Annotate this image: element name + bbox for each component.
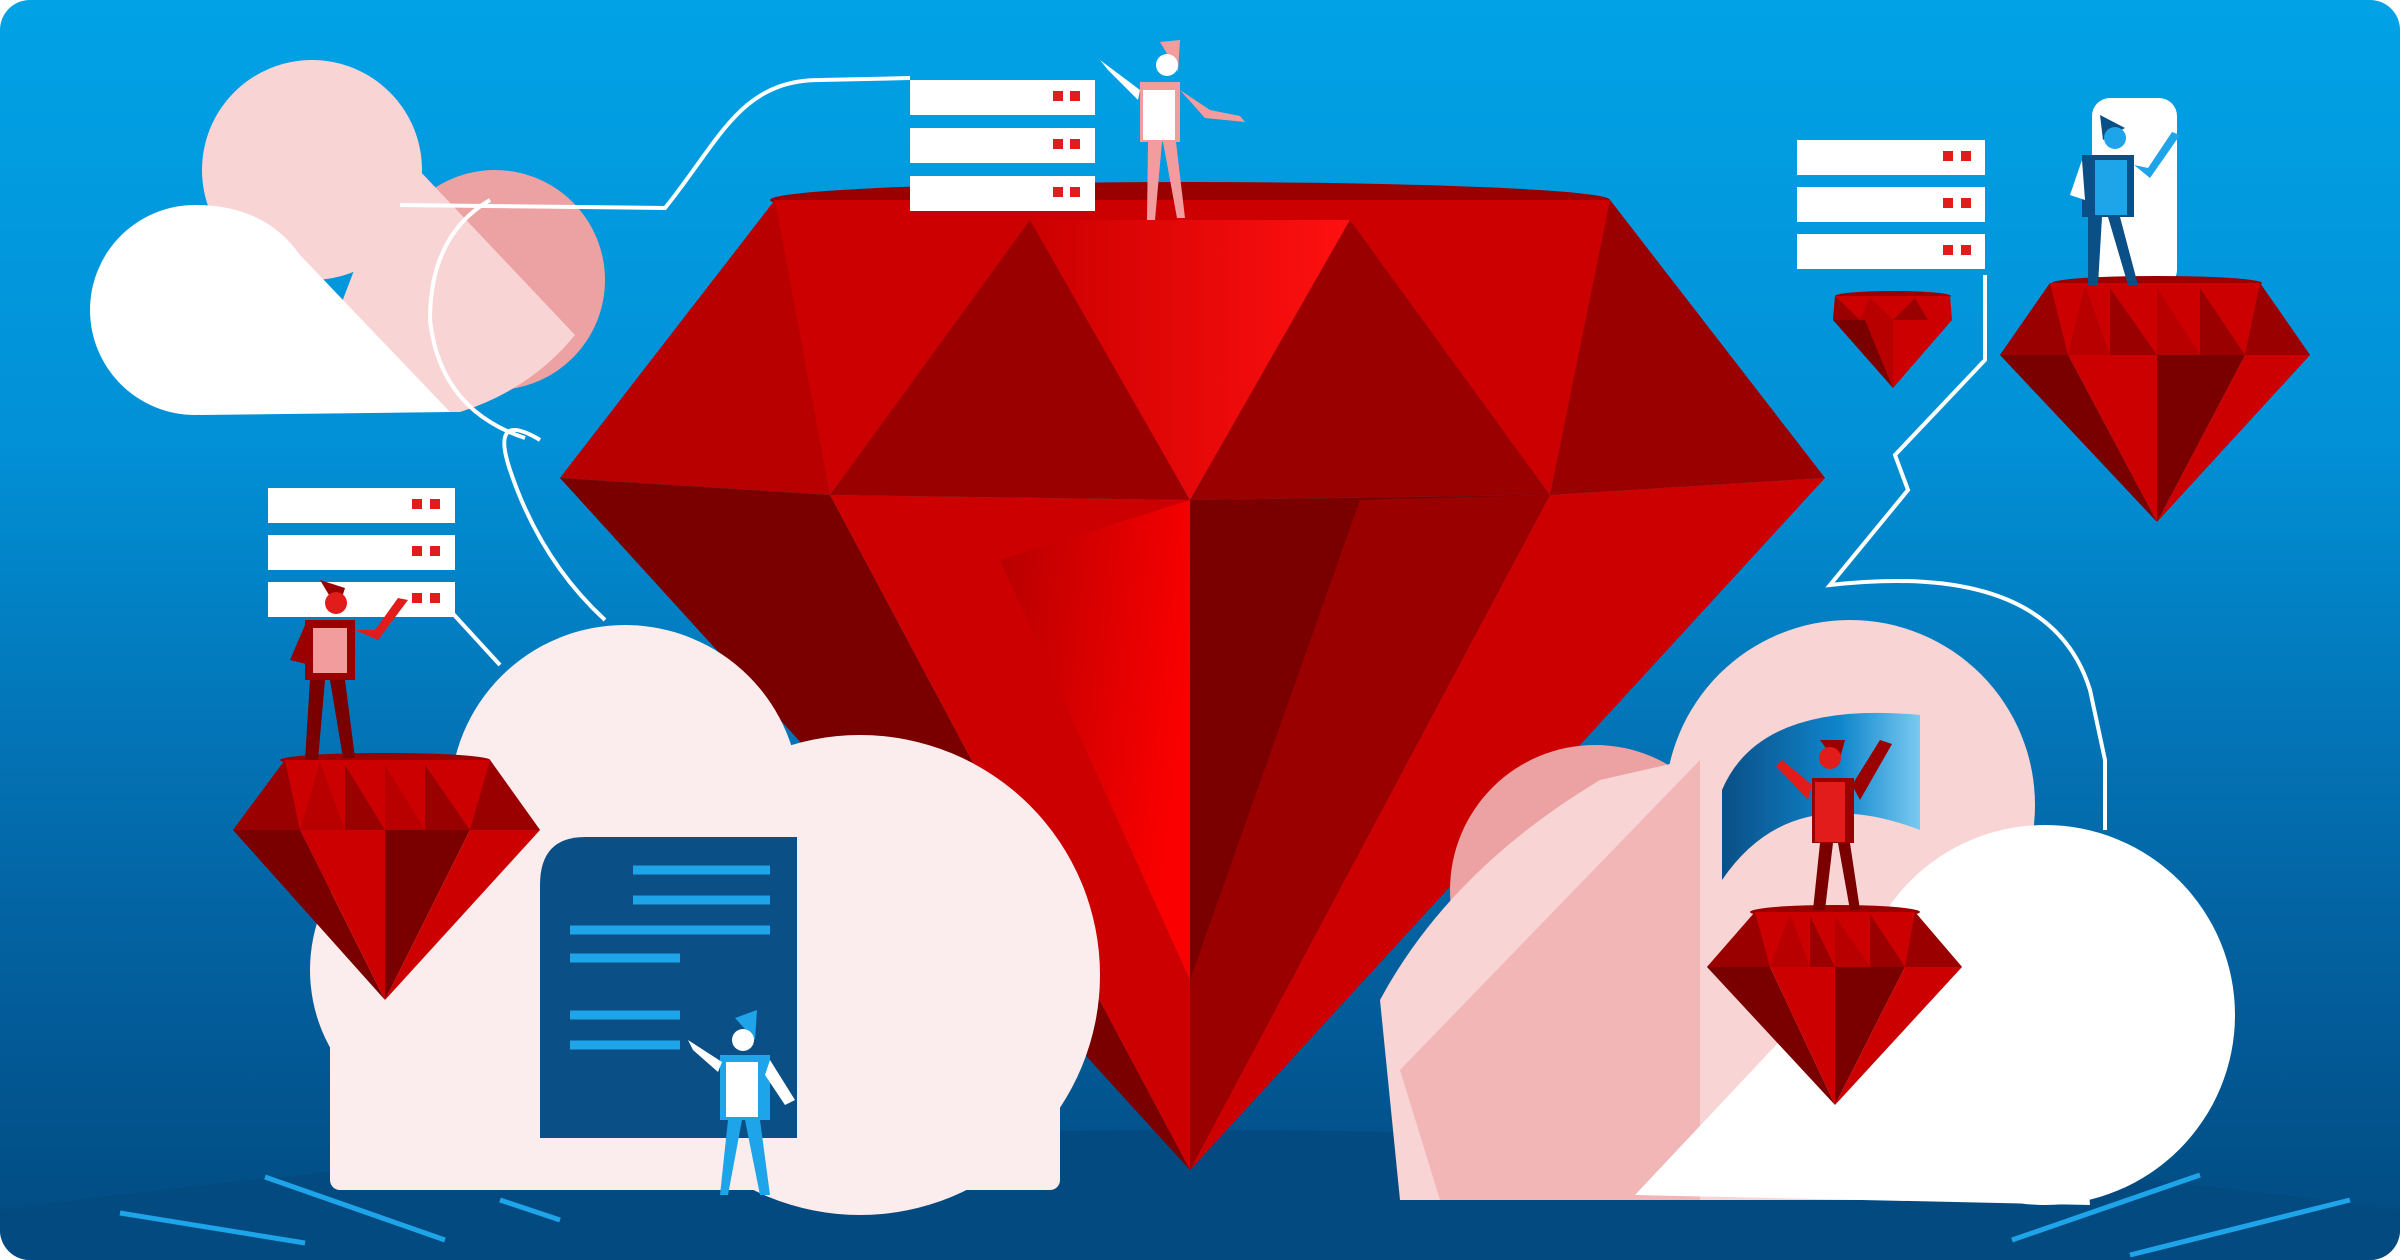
person-figure-icon: [290, 580, 408, 760]
cloud-icon: [90, 60, 605, 440]
person-figure-icon: [688, 1010, 795, 1195]
person-figure-icon: [1100, 40, 1245, 220]
person-figure-icon: [2070, 115, 2180, 285]
large-ruby-gem-icon: [560, 182, 1825, 1170]
person-figure-icon: [1776, 740, 1892, 910]
small-ruby-gem-icon: [2000, 276, 2310, 522]
small-ruby-gem-icon: [1707, 905, 1962, 1105]
server-rack-icon: [268, 488, 455, 617]
server-rack-icon: [1797, 140, 1985, 269]
small-ruby-gem-icon: [233, 753, 540, 1000]
small-ruby-gem-icon: [1833, 291, 1952, 388]
server-rack-icon: [910, 80, 1095, 211]
